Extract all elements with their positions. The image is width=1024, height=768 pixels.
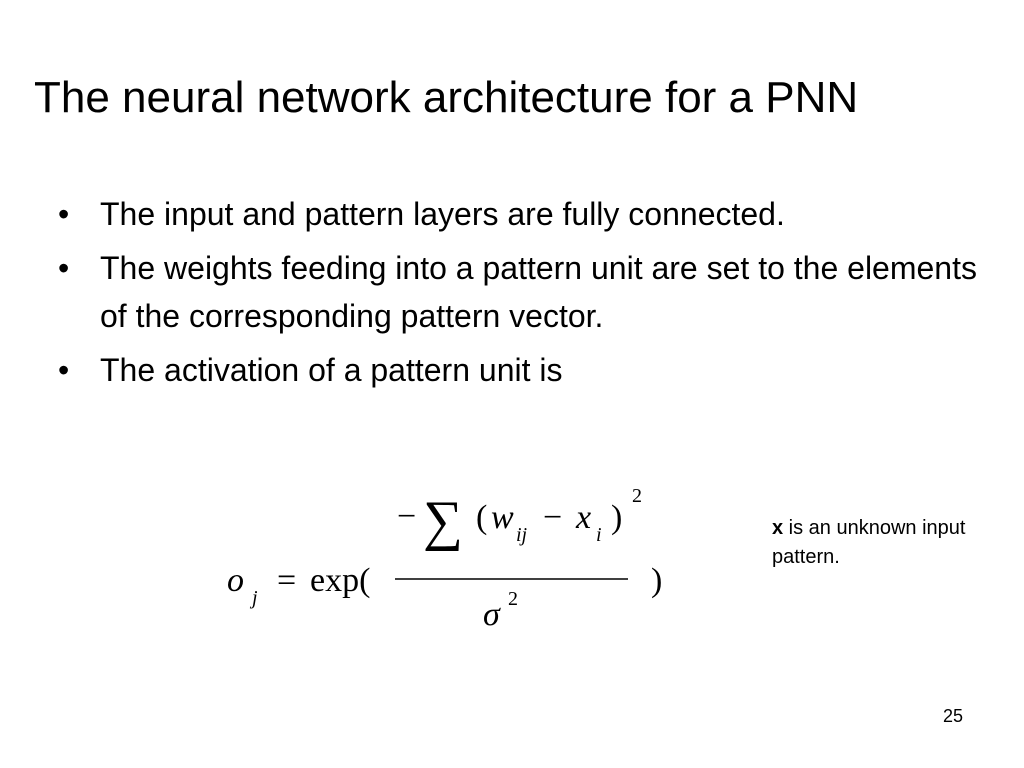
formula-numerator-minus: − [397,498,416,535]
bullet-list: • The input and pattern layers are fully… [58,190,988,400]
formula-inner-close-paren: ) [611,499,622,536]
bullet-dot: • [58,196,70,232]
bullet-text: The input and pattern layers are fully c… [100,196,785,232]
formula-sigma-exponent: 2 [508,588,518,610]
slide-title: The neural network architecture for a PN… [34,73,859,122]
bullet-item: • The weights feeding into a pattern uni… [58,244,988,340]
note-bold-x: x [772,517,784,539]
page-number: 25 [942,706,963,726]
formula-o-subscript: j [249,587,258,609]
formula-equals: = [277,562,296,599]
formula-x-subscript: i [596,524,602,546]
activation-formula: o j = exp( − ∑ ( w ij − x i ) 2 σ 2 ) [220,475,680,645]
bullet-item: • The activation of a pattern unit is [58,346,988,394]
bullet-text: The weights feeding into a pattern unit … [100,250,977,334]
formula-svg: o j = exp( − ∑ ( w ij − x i ) 2 σ 2 ) [227,485,662,633]
bullet-dot: • [58,250,70,286]
formula-close-paren: ) [651,562,662,599]
formula-w: w [491,499,514,536]
formula-exp: exp( [310,562,370,599]
bullet-dot: • [58,352,70,388]
note-text: is an unknown input pattern. [772,517,966,568]
formula-numerator-exponent: 2 [632,485,642,507]
formula-w-subscript: ij [516,524,528,546]
formula-o: o [227,562,244,599]
formula-x: x [575,499,591,536]
formula-inner-minus: − [543,499,562,536]
side-note: x is an unknown input pattern. [772,514,992,572]
formula-sigma: σ [483,596,501,633]
formula-open-paren: ( [476,499,487,536]
bullet-item: • The input and pattern layers are fully… [58,190,988,238]
bullet-text: The activation of a pattern unit is [100,352,563,388]
formula-sum: ∑ [423,490,463,552]
